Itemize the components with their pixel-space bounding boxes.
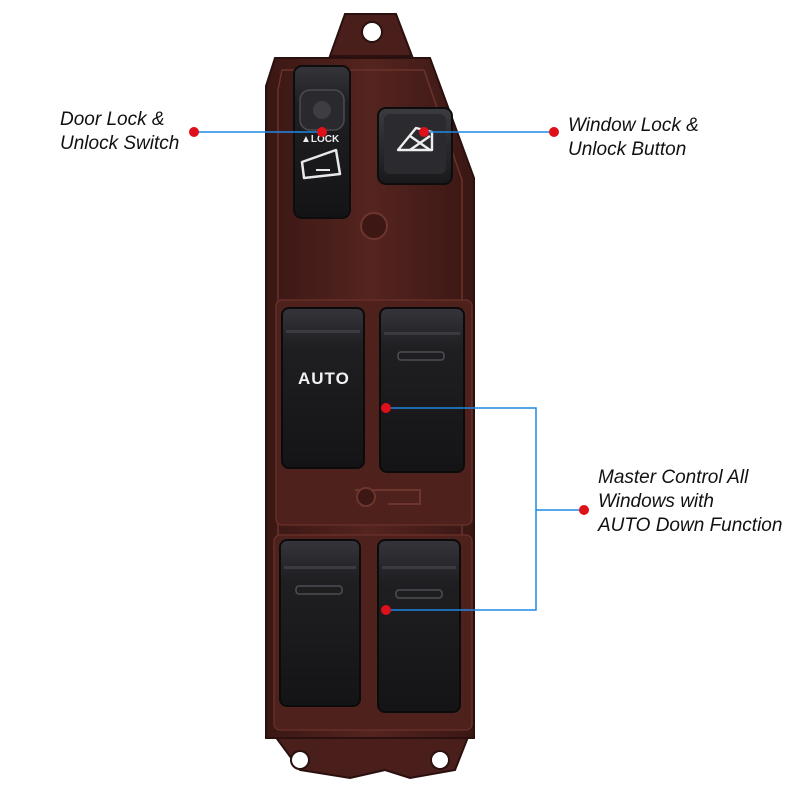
driver-window-switch[interactable]: AUTO xyxy=(281,307,365,469)
callout-line: Door Lock & xyxy=(60,109,165,130)
window-lock-button[interactable] xyxy=(377,107,453,185)
callout-master-control-line xyxy=(381,403,589,615)
rear-right-window-switch[interactable] xyxy=(377,539,461,713)
auto-label: AUTO xyxy=(298,369,350,388)
callout-door-lock-label: Door Lock & Unlock Switch xyxy=(60,108,179,156)
callout-window-lock-label: Window Lock & Unlock Button xyxy=(568,114,699,162)
door-lock-switch[interactable]: ▲LOCK xyxy=(293,65,351,219)
callout-line: Master Control All xyxy=(598,467,749,488)
passenger-window-switch[interactable] xyxy=(379,307,465,473)
callout-master-control-label: Master Control All Windows with AUTO Dow… xyxy=(598,466,782,538)
callout-line: AUTO Down Function xyxy=(598,515,783,536)
door-unlock-icon xyxy=(300,148,342,180)
bottom-mounting-tab xyxy=(270,731,472,780)
lock-label: ▲LOCK xyxy=(301,134,340,145)
callout-door-lock-line xyxy=(189,127,327,137)
callout-line: Windows with xyxy=(598,491,714,512)
rear-left-window-switch[interactable] xyxy=(279,539,361,707)
callout-line: Unlock Button xyxy=(568,139,687,160)
callout-line: Window Lock & xyxy=(568,115,699,136)
callout-window-lock-line xyxy=(419,127,559,137)
top-mounting-tab xyxy=(328,13,414,57)
callout-line: Unlock Switch xyxy=(60,133,180,154)
